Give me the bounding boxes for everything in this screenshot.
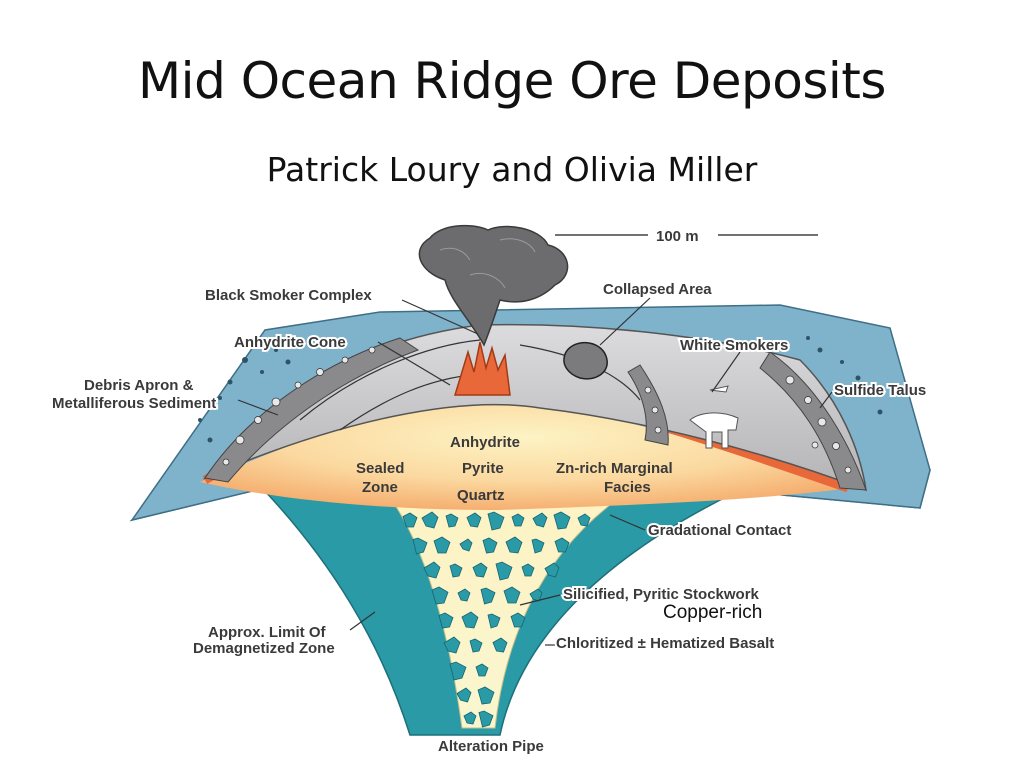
stockwork-clast	[480, 587, 496, 605]
mound-layer-line	[339, 374, 471, 431]
label-basalt: Chloritized ± Hematized Basalt	[556, 635, 774, 652]
sulfide-core	[200, 398, 850, 510]
label-debris-apron-1: Debris Apron &	[84, 377, 194, 394]
leader-white-smokers	[711, 351, 741, 393]
stockwork-clast	[402, 512, 418, 528]
stockwork-clast	[466, 512, 482, 528]
talus-inner	[627, 364, 669, 446]
stockwork-clast	[531, 538, 545, 554]
stockwork-clast	[505, 536, 523, 554]
stockwork-clast	[449, 563, 463, 578]
stockwork-clast	[443, 636, 461, 654]
plume-texture	[439, 238, 536, 289]
label-copper-rich: Copper-rich	[663, 602, 762, 623]
talus-clasts	[222, 346, 852, 474]
mound-layer-line	[299, 339, 481, 421]
stockwork-clast	[445, 513, 459, 528]
white-smokers	[689, 385, 739, 449]
label-anhydrite: Anhydrite	[450, 434, 520, 451]
stockwork-clast	[463, 711, 477, 725]
stockwork-clast	[472, 562, 488, 578]
stockwork-clast	[457, 588, 471, 602]
sulfide-talus	[759, 351, 867, 491]
stockwork-clast	[477, 686, 495, 705]
label-sealed-zone-1: Sealed	[356, 460, 404, 477]
stockwork-clast	[503, 586, 521, 604]
stockwork-clast	[421, 511, 439, 529]
stockwork-clast	[456, 687, 472, 703]
stockwork-clast	[492, 637, 508, 653]
stockwork-clast	[544, 562, 560, 578]
label-demag-1: Approx. Limit Of	[208, 624, 327, 641]
stockwork-clast	[423, 561, 441, 579]
stockwork-clast	[469, 638, 483, 653]
label-white-smokers: White Smokers	[680, 337, 788, 354]
label-sealed-zone-2: Zone	[362, 479, 398, 496]
leader-demag	[349, 611, 376, 631]
label-sulfide-talus: Sulfide Talus	[834, 382, 926, 399]
label-zn-rich-1: Zn-rich Marginal	[556, 460, 673, 477]
stockwork-clast	[438, 612, 454, 629]
stockwork-clast	[449, 661, 467, 681]
stockwork-clast	[495, 561, 513, 581]
stockwork-clast	[521, 563, 535, 577]
stockwork-clast	[532, 512, 548, 528]
stockwork-clast	[554, 537, 570, 553]
label-debris-apron-2: Metalliferous Sediment	[52, 395, 216, 412]
leader-black-smoker	[401, 299, 479, 335]
stockwork-clast	[475, 663, 489, 677]
smoke-plume	[418, 224, 569, 347]
stockwork-clast	[577, 513, 591, 527]
label-black-smoker-complex: Black Smoker Complex	[205, 287, 372, 304]
stockwork-clast	[461, 611, 479, 629]
leader-collapsed	[599, 297, 651, 346]
stockwork-clast	[412, 537, 428, 555]
label-anhydrite-cone: Anhydrite Cone	[234, 334, 346, 351]
stockwork-clast	[482, 537, 498, 554]
leader-debris-apron	[237, 399, 279, 416]
black-smoker-chimneys	[453, 341, 511, 396]
page-subtitle: Patrick Loury and Olivia Miller	[266, 150, 758, 189]
debris-apron	[204, 337, 420, 483]
stockwork-clast	[511, 513, 525, 527]
collapsed-area-pit	[563, 342, 608, 380]
stockwork-clast	[529, 588, 543, 602]
label-collapsed-area: Collapsed Area	[603, 281, 712, 298]
seafloor-sediment-dots	[198, 336, 883, 443]
stockwork-clast	[431, 586, 449, 605]
stockwork-clast	[478, 710, 494, 728]
stockwork-clast	[459, 538, 473, 552]
stockwork-clast	[487, 613, 501, 629]
stockwork-clast	[433, 536, 451, 554]
leader-stockwork	[519, 594, 561, 606]
label-stockwork: Silicified, Pyritic Stockwork	[563, 586, 760, 603]
label-pyrite: Pyrite	[462, 460, 504, 477]
page-title: Mid Ocean Ridge Ore Deposits	[138, 52, 886, 110]
label-quartz: Quartz	[457, 487, 505, 504]
stockwork-clast	[487, 511, 505, 531]
label-zn-rich-2: Facies	[604, 479, 651, 496]
stockwork-clast	[510, 612, 526, 628]
scale-label: 100 m	[656, 228, 699, 245]
leader-gradational	[609, 514, 646, 531]
label-gradational-contact: Gradational Contact	[648, 522, 791, 539]
leader-talus	[819, 391, 833, 409]
stockwork-clast	[553, 511, 571, 530]
label-alteration-pipe: Alteration Pipe	[438, 738, 544, 755]
label-demag-2: Demagnetized Zone	[193, 640, 335, 657]
stockwork-fragments	[402, 511, 591, 728]
leader-anhydrite-cone	[377, 341, 451, 386]
